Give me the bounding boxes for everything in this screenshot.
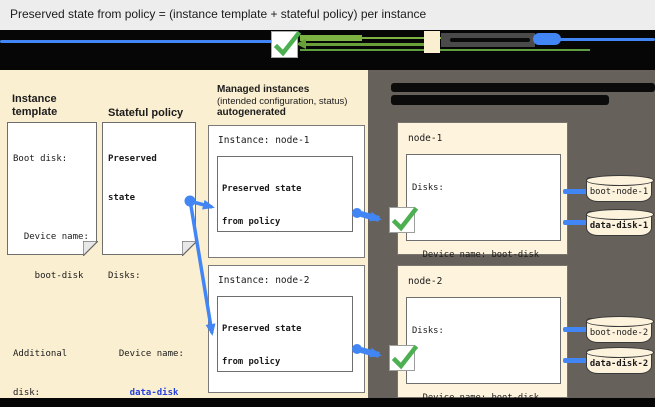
box-line: Preserved state bbox=[222, 183, 302, 194]
page-title: Preserved state from policy = (instance … bbox=[10, 7, 427, 21]
blue-pill bbox=[533, 33, 561, 45]
doc-line: data-disk bbox=[108, 388, 179, 398]
doc-line: Device name: bbox=[13, 232, 89, 242]
doc-line: state bbox=[108, 193, 136, 203]
disks-box: Disks: Device name: boot-disk Disk name:… bbox=[406, 297, 561, 403]
bottom-bar bbox=[0, 398, 655, 407]
box-line: from policy bbox=[222, 357, 281, 368]
header-line: Managed instances bbox=[217, 84, 310, 95]
stateful-policy-doc: Preserved state Disks: Device name: data… bbox=[102, 122, 197, 398]
redacted-text-bar bbox=[391, 83, 655, 92]
disk-connector bbox=[563, 189, 589, 194]
spacer bbox=[13, 309, 91, 322]
preserved-state-box: Preserved state from policy Disks: Devic… bbox=[217, 296, 353, 372]
title-bar: Preserved state from policy = (instance … bbox=[0, 0, 655, 30]
disk-cylinder-data-disk-1: data-disk-1 bbox=[585, 209, 654, 236]
disk-cylinder-boot-node-2: boot-node-2 bbox=[585, 316, 654, 343]
spacer bbox=[108, 231, 190, 244]
checkmark-icon bbox=[273, 30, 302, 57]
doc-line: boot-disk bbox=[13, 271, 84, 281]
box-line: Preserved state bbox=[222, 323, 302, 334]
page-fold-icon bbox=[181, 240, 197, 256]
cream-marker bbox=[424, 31, 440, 53]
box-line: Disks: bbox=[412, 325, 444, 336]
managed-instance-box-node-2: Instance: node-2 Preserved state from po… bbox=[208, 265, 365, 393]
header-line: (intended configuration, status) bbox=[217, 95, 348, 107]
doc-line: Boot disk: bbox=[13, 154, 68, 164]
filmstrip-bar bbox=[0, 30, 655, 70]
checkmark-icon bbox=[391, 206, 419, 232]
disk-connector bbox=[563, 358, 589, 363]
doc-line: Disks: bbox=[108, 271, 141, 281]
instance-template-label: Instance template bbox=[12, 93, 58, 118]
disks-box: Disks: Device name: boot-disk Disk name:… bbox=[406, 154, 561, 396]
disk-label: boot-node-1 bbox=[589, 187, 649, 197]
vm-title: node-1 bbox=[408, 133, 443, 144]
vm-box-node-2: node-2 Disks: Device name: boot-disk Dis… bbox=[397, 265, 568, 403]
checkmark-icon bbox=[391, 344, 419, 370]
disk-label: data-disk-2 bbox=[589, 359, 649, 369]
film-check-box bbox=[271, 30, 302, 58]
doc-line: Device name: bbox=[108, 349, 184, 359]
green-line-long bbox=[300, 49, 590, 51]
disk-label: data-disk-1 bbox=[589, 221, 649, 231]
managed-instances-header: Managed instances (intended configuratio… bbox=[217, 84, 347, 119]
timeline-blue-line-right bbox=[558, 38, 655, 41]
box-line: Disks: bbox=[412, 182, 444, 193]
disk-connector bbox=[563, 220, 589, 225]
doc-line: Additional bbox=[13, 349, 68, 359]
green-arrow-shaft bbox=[305, 43, 430, 46]
vm2-check-box bbox=[389, 344, 419, 371]
instance-title: Instance: node-1 bbox=[218, 135, 310, 146]
vm-title: node-2 bbox=[408, 276, 443, 287]
page-fold-icon bbox=[82, 240, 98, 256]
instance-title: Instance: node-2 bbox=[218, 275, 310, 286]
vm-box-node-1: node-1 Disks: Device name: boot-disk Dis… bbox=[397, 122, 568, 396]
green-bar bbox=[300, 35, 362, 41]
box-line: Device name: boot-disk bbox=[412, 250, 540, 261]
spacer bbox=[13, 192, 91, 205]
doc-line: Preserved bbox=[108, 154, 157, 164]
timeline-blue-line-left bbox=[0, 40, 272, 43]
spacer bbox=[222, 251, 348, 262]
spacer bbox=[412, 359, 555, 370]
stateful-policy-label: Stateful policy bbox=[108, 107, 184, 119]
green-arrow-head-icon bbox=[296, 39, 306, 49]
disk-connector bbox=[563, 327, 589, 332]
left-panel: Instance template Boot disk: Device name… bbox=[0, 70, 368, 398]
doc-line: disk: bbox=[13, 388, 41, 398]
redacted-text-bar bbox=[391, 95, 609, 105]
scribble-line bbox=[450, 38, 530, 42]
vm1-check-box bbox=[389, 206, 419, 233]
box-line: from policy bbox=[222, 217, 281, 228]
instance-template-doc: Boot disk: Device name: boot-disk Additi… bbox=[7, 122, 98, 398]
disk-cylinder-data-disk-2: data-disk-2 bbox=[585, 347, 654, 374]
preserved-state-box: Preserved state from policy Disks: Devic… bbox=[217, 156, 353, 363]
header-line: autogenerated bbox=[217, 107, 286, 118]
right-panel: node-1 Disks: Device name: boot-disk Dis… bbox=[368, 70, 655, 403]
spacer bbox=[108, 309, 190, 322]
disk-label: boot-node-2 bbox=[589, 328, 649, 338]
managed-instance-box-node-1: Instance: node-1 Preserved state from po… bbox=[208, 125, 365, 363]
spacer bbox=[412, 216, 555, 227]
disk-cylinder-boot-node-1: boot-node-1 bbox=[585, 175, 654, 202]
